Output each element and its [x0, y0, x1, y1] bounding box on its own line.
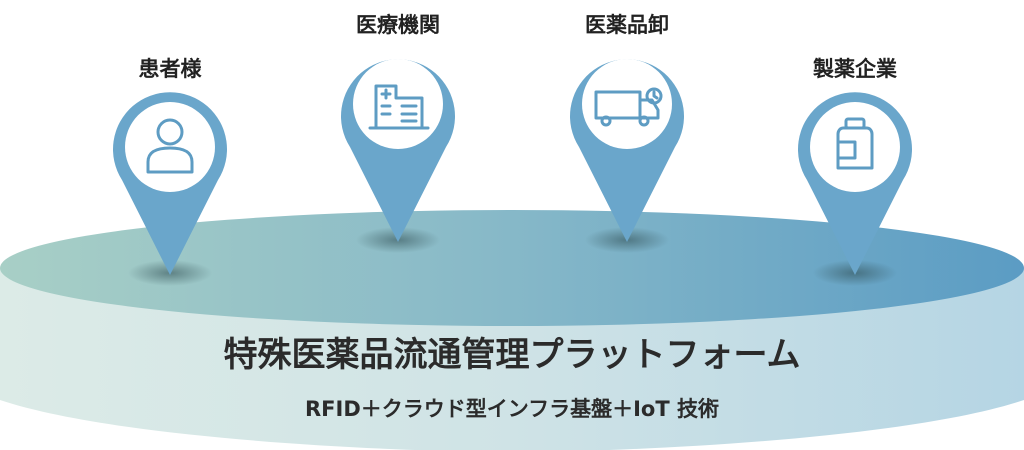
pin-pharma: 製薬企業	[798, 57, 913, 275]
pin-label: 患者様	[139, 57, 203, 81]
pin-label: 医薬品卸	[585, 13, 669, 37]
pin-icon-circle	[353, 59, 443, 149]
platform-title: 特殊医薬品流通管理プラットフォーム	[224, 335, 801, 375]
pin-label: 医療機関	[356, 13, 440, 37]
pin-icon-circle	[582, 59, 672, 149]
pin-patient: 患者様	[113, 57, 228, 275]
platform-subtitle: RFID＋クラウド型インフラ基盤＋IoT 技術	[305, 397, 719, 421]
pin-label: 製薬企業	[812, 57, 898, 81]
medicine-bottle-icon	[836, 117, 874, 170]
truck-icon	[594, 87, 663, 127]
pin-hospital: 医療機関	[340, 13, 455, 243]
platform-disk	[0, 210, 1024, 450]
pin-wholesaler: 医薬品卸	[570, 13, 684, 243]
platform-top	[0, 210, 1024, 326]
hospital-icon	[368, 84, 430, 130]
person-icon	[146, 118, 194, 174]
